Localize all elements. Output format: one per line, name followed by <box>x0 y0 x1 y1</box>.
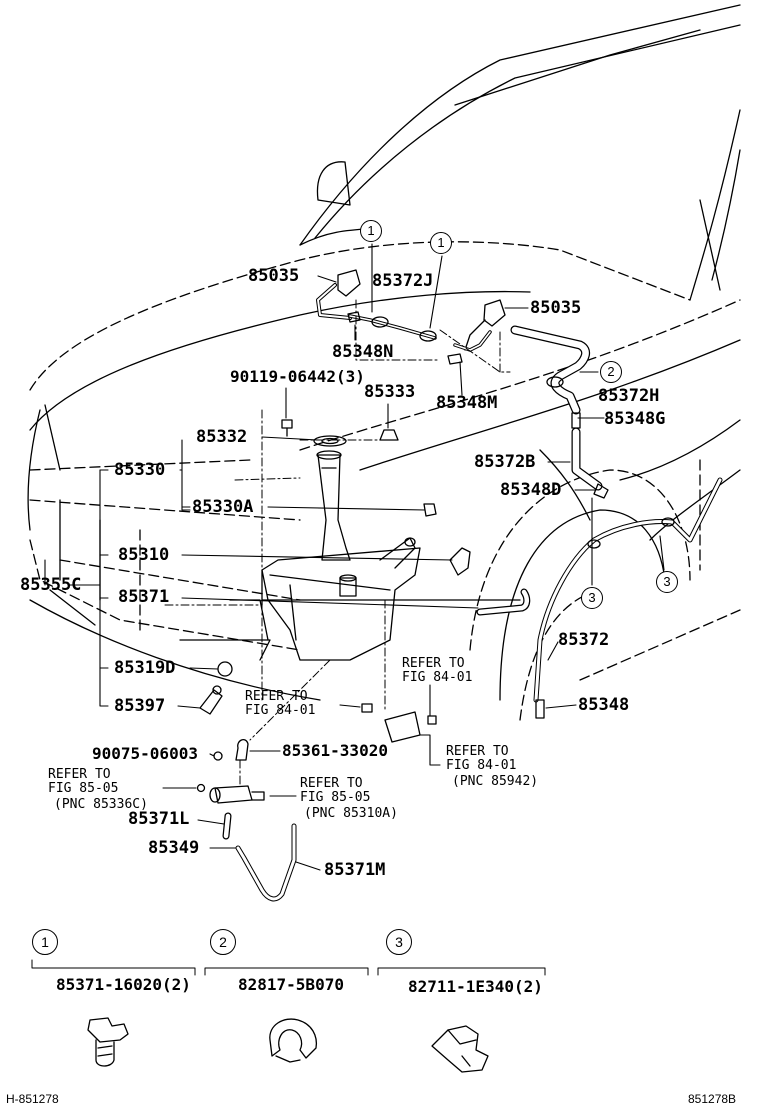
callout-3-left: 3 <box>581 587 603 609</box>
legend-part-1: 85371-16020(2) <box>56 975 191 994</box>
refer-note-fig-84-01-left: REFER TO FIG 84-01 <box>245 689 316 718</box>
clip-icon-2 <box>269 1018 318 1063</box>
refer-note-fig-84-01-right: REFER TO FIG 84-01 <box>446 744 517 773</box>
legend-brackets <box>31 959 546 976</box>
label-85371M: 85371M <box>324 860 386 880</box>
clip-icon-1 <box>87 1017 129 1067</box>
label-85361-33020: 85361-33020 <box>282 741 388 760</box>
reference-lines <box>164 299 511 787</box>
washer-hoses <box>222 269 723 902</box>
legend-marker-3: 3 <box>386 929 412 955</box>
label-85355C: 85355C <box>20 575 82 595</box>
label-85348D: 85348D <box>500 480 562 500</box>
label-85332: 85332 <box>196 427 248 447</box>
refer-note-pnc-85942: (PNC 85942) <box>452 774 539 789</box>
label-85349: 85349 <box>148 838 200 858</box>
leader-lines <box>44 243 665 871</box>
refer-note-fig-85-05-left: REFER TO FIG 85-05 <box>48 767 119 796</box>
label-85035-left: 85035 <box>248 266 300 286</box>
label-85372J: 85372J <box>372 271 434 291</box>
footer-left-code: H-851278 <box>6 1092 59 1106</box>
label-85371L: 85371L <box>128 809 190 829</box>
label-85348N: 85348N <box>332 342 394 362</box>
refer-note-fig-85-05-right: REFER TO FIG 85-05 <box>300 776 371 805</box>
refer-note-fig-84-01-upper: REFER TO FIG 84-01 <box>402 656 473 685</box>
callout-3-right: 3 <box>656 571 678 593</box>
callout-1-left: 1 <box>360 220 382 242</box>
label-85035-right: 85035 <box>530 298 582 318</box>
label-85348M: 85348M <box>436 393 498 413</box>
label-85372H: 85372H <box>598 386 660 406</box>
label-85348: 85348 <box>578 695 630 715</box>
label-85348G: 85348G <box>604 409 666 429</box>
label-85330A: 85330A <box>192 497 254 517</box>
callout-2: 2 <box>600 361 622 383</box>
legend-marker-1: 1 <box>32 929 58 955</box>
legend-marker-2: 2 <box>210 929 236 955</box>
label-85319D: 85319D <box>114 658 176 678</box>
label-85397: 85397 <box>114 696 166 716</box>
label-85310: 85310 <box>118 545 170 565</box>
legend-part-2: 82817-5B070 <box>238 975 344 994</box>
label-85330: 85330 <box>114 460 166 480</box>
legend-part-3: 82711-1E340(2) <box>408 977 543 996</box>
refer-note-pnc-85336c: (PNC 85336C) <box>54 797 148 812</box>
label-90075-06003: 90075-06003 <box>92 744 198 763</box>
washer-jar-assembly <box>196 419 471 804</box>
label-85372B: 85372B <box>474 452 536 472</box>
clip-icon-3 <box>431 1025 489 1073</box>
callout-1-right: 1 <box>430 232 452 254</box>
label-90119-06442: 90119-06442(3) <box>230 367 365 386</box>
label-85371: 85371 <box>118 587 170 607</box>
vehicle-body-outline <box>27 4 741 721</box>
label-85372: 85372 <box>558 630 610 650</box>
label-85333: 85333 <box>364 382 416 402</box>
footer-right-code: 851278B <box>688 1092 737 1106</box>
refer-note-pnc-85310a: (PNC 85310A) <box>304 806 398 821</box>
